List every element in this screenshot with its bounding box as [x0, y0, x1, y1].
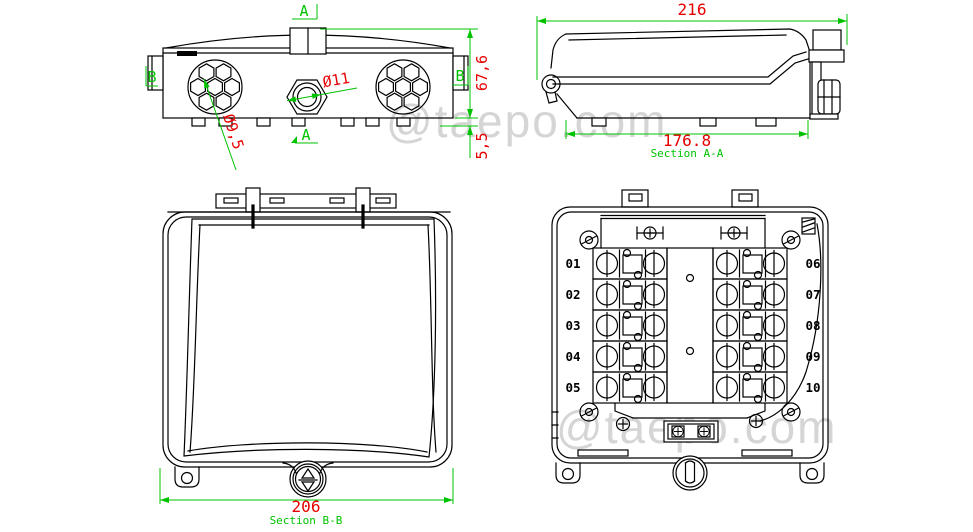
- section-aa-drawing: [541, 28, 845, 127]
- dim-center-gland: Ø11: [321, 69, 351, 91]
- section-aa-dimension-lines: [536, 14, 848, 139]
- section-marker-a-top: A: [299, 2, 308, 20]
- terminal-label-08: 08: [805, 318, 820, 333]
- internal-view: 01 02 03 04 05 06 07 08 09 10: [551, 189, 829, 491]
- hole-cluster-right: [375, 59, 431, 115]
- section-bb-view: 206 Section B-B: [159, 187, 454, 527]
- terminal-label-05: 05: [565, 380, 580, 395]
- terminal-label-09: 09: [805, 349, 820, 364]
- section-marker-b-left: B: [147, 68, 156, 86]
- hole-cluster-left: [187, 59, 243, 115]
- terminal-label-03: 03: [565, 318, 580, 333]
- dim-height-67-6: 67,6: [473, 55, 491, 91]
- watermark-text-top: @taepo.com: [386, 95, 668, 147]
- terminal-label-07: 07: [805, 287, 820, 302]
- dim-width-206: 206: [292, 497, 321, 516]
- section-bb-drawing: [162, 187, 453, 498]
- dim-rib-5-5: 5,5: [473, 132, 491, 159]
- terminal-label-04: 04: [565, 349, 580, 364]
- section-aa-view: 216 176.8 Section A-A: [536, 0, 848, 160]
- dim-base-176-8: 176.8: [663, 131, 711, 150]
- top-view-dimension-arrows: [204, 29, 473, 143]
- section-aa-label: Section A-A: [651, 147, 724, 160]
- center-plate: [666, 247, 714, 404]
- terminal-label-10: 10: [805, 380, 820, 395]
- dim-overall-216: 216: [678, 0, 707, 19]
- section-marker-a-bottom: A: [301, 126, 310, 144]
- section-bb-dimension-lines: [159, 468, 454, 504]
- top-view-outline: [147, 27, 469, 127]
- terminal-label-02: 02: [565, 287, 580, 302]
- terminal-label-06: 06: [805, 256, 820, 271]
- terminal-labels: 01 02 03 04 05 06 07 08 09 10: [565, 256, 820, 395]
- section-bb-dimension-arrows: [160, 497, 453, 503]
- terminal-blocks: [592, 247, 788, 404]
- section-marker-b-right: B: [455, 67, 464, 85]
- section-bb-label: Section B-B: [270, 514, 343, 527]
- top-view-dimension-lines: [145, 4, 478, 171]
- terminal-label-01: 01: [565, 256, 580, 271]
- top-view: A A B B Ø9,5 Ø11 67,6 5,5: [145, 2, 491, 171]
- section-aa-dimension-arrows: [537, 18, 847, 137]
- watermarks: @taepo.com @taepo.com: [386, 95, 836, 453]
